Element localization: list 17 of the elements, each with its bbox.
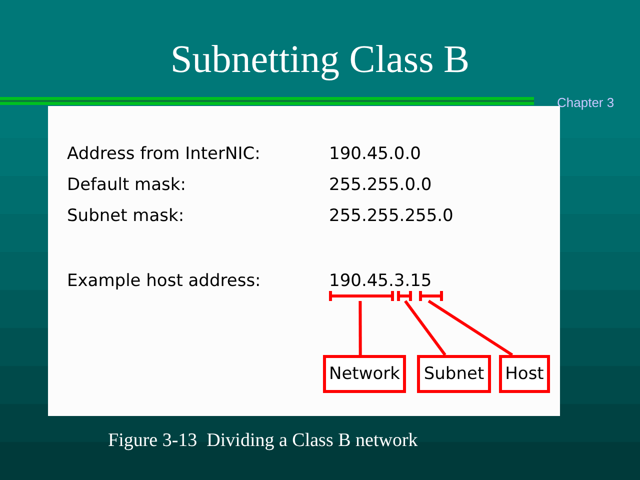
field-label: Default mask: xyxy=(67,175,186,195)
address-value: 190.45.3.15 xyxy=(329,271,432,291)
label-box: Host xyxy=(499,355,550,393)
leader-line xyxy=(358,301,362,355)
field-label: Subnet mask: xyxy=(67,206,184,226)
label-box: Network xyxy=(323,355,406,393)
leader-line xyxy=(428,300,514,356)
leader-line xyxy=(404,300,446,356)
slide-title: Subnetting Class B xyxy=(170,37,470,83)
figure-caption: Figure 3-13 Dividing a Class B network xyxy=(108,430,418,452)
address-value: 255.255.0.0 xyxy=(329,175,432,195)
field-label: Address from InterNIC: xyxy=(67,144,260,164)
address-value: 255.255.255.0 xyxy=(329,206,454,226)
chapter-label: Chapter 3 xyxy=(557,95,614,111)
address-value: 190.45.0.0 xyxy=(329,144,421,164)
field-label: Example host address: xyxy=(67,271,261,291)
label-box: Subnet xyxy=(417,355,491,393)
